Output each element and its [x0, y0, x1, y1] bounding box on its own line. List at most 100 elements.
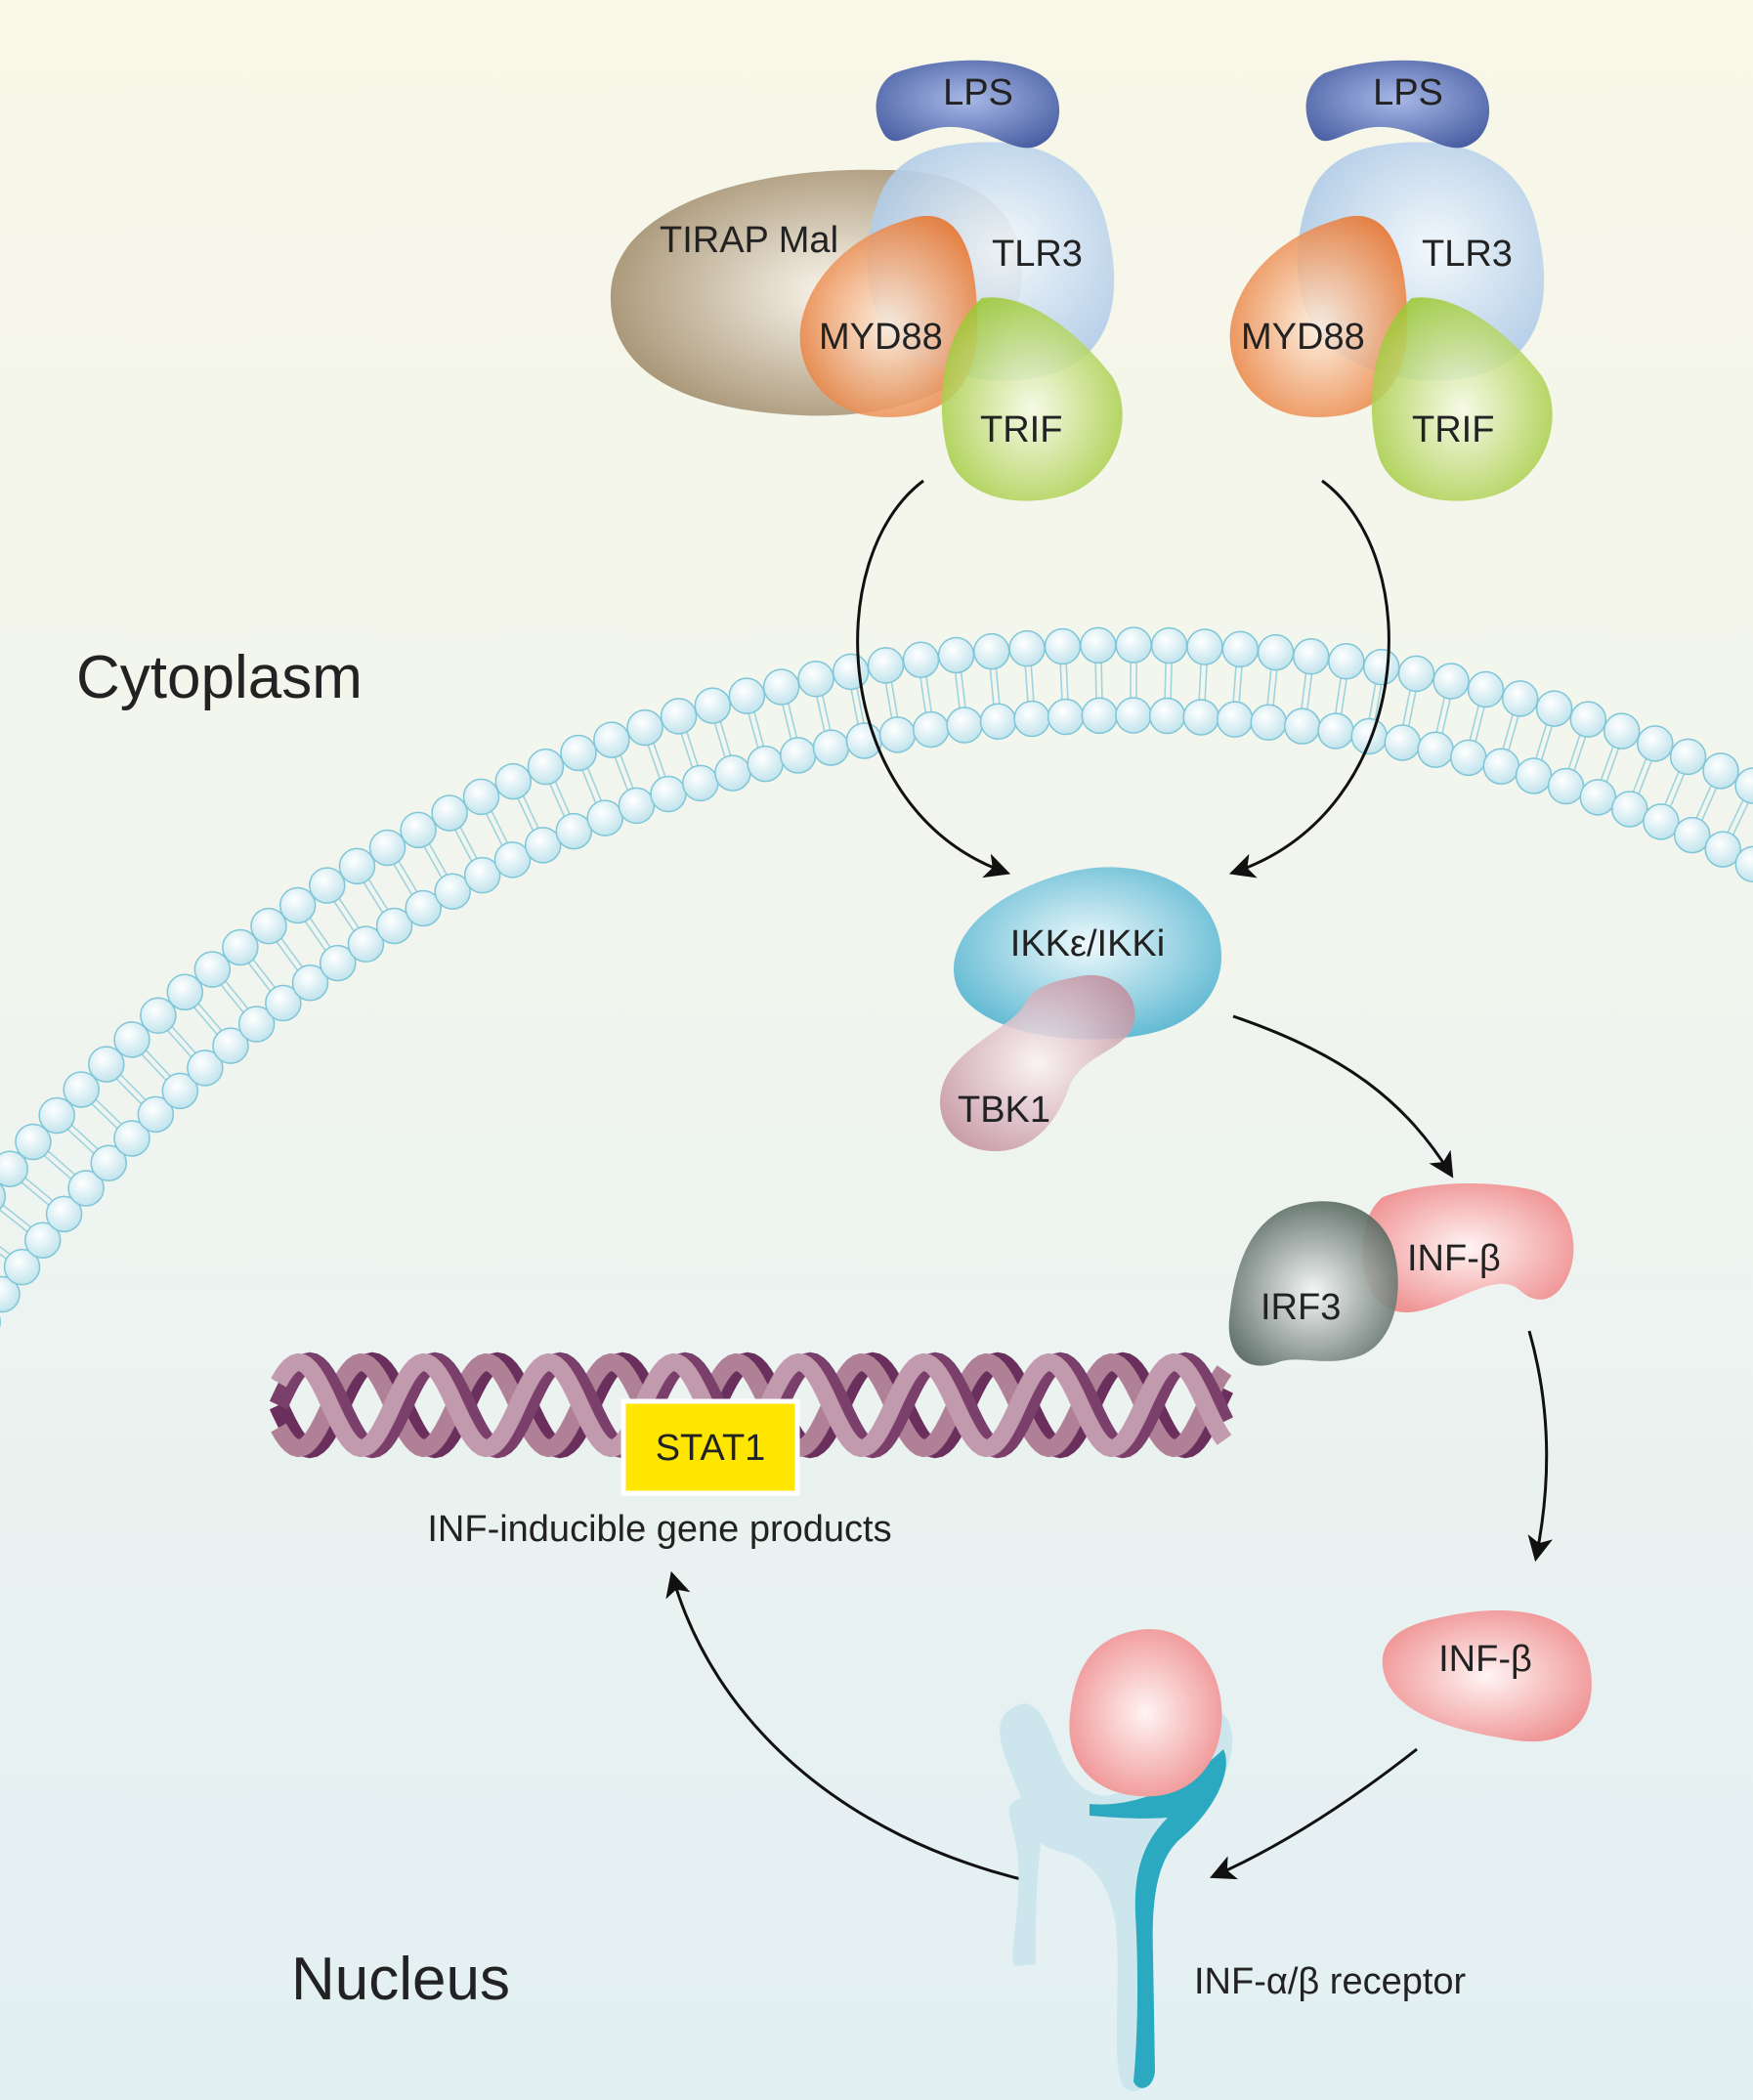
arrow-ikk-to-irf3 [1232, 1014, 1454, 1179]
lipid-head [23, 1221, 62, 1259]
lipid-head [278, 886, 317, 924]
ifn-receptor: INF-α/β receptor [1000, 1629, 1467, 2091]
lipid-head [1013, 700, 1050, 738]
irf3-ifn-complex: INF-β IRF3 [1228, 1182, 1574, 1366]
lipid-head [1674, 816, 1711, 854]
lipid-head [1450, 739, 1487, 777]
lipid-head [463, 856, 501, 894]
lipid-head [1283, 707, 1321, 745]
dna-strand [271, 1352, 1232, 1458]
lipid-head [113, 1120, 150, 1157]
lipid-head [1547, 767, 1585, 805]
lipid-head [1515, 757, 1553, 794]
lipid-head [493, 841, 532, 879]
lipid-head [979, 703, 1017, 741]
lipid-head [434, 873, 471, 910]
lipid-head [431, 794, 468, 832]
lipid-head [193, 951, 232, 988]
label-irf3: IRF3 [1261, 1287, 1341, 1328]
label-gene-products: INF-inducible gene products [427, 1509, 891, 1550]
lipid-head [1186, 628, 1223, 665]
stat1-tag [620, 1398, 800, 1496]
pathway-arrows [665, 479, 1554, 1884]
lipid-head [222, 928, 259, 966]
lipid-head [1008, 629, 1046, 667]
label-lps-left: LPS [943, 72, 1013, 113]
left-receptor-complex: LPS TIRAP Mal TLR3 MYD88 TRIF [610, 60, 1123, 501]
arrow-right-complex-to-ikk [1228, 479, 1390, 879]
lipid-head [867, 647, 905, 684]
myd88-protein [1229, 215, 1408, 417]
lipid-head [1535, 690, 1573, 727]
label-trif-left: TRIF [980, 409, 1062, 450]
lipid-head [1643, 803, 1680, 840]
lipid-head [405, 889, 442, 927]
lipid-head [946, 707, 983, 744]
arrow-receptor-to-genes [665, 1570, 1034, 1884]
lipid-head [1669, 738, 1707, 776]
lipid-head [45, 1195, 83, 1233]
lipid-head [1150, 626, 1188, 664]
cell-membrane [0, 626, 1753, 1328]
lipid-head [0, 1275, 21, 1313]
label-myd88-left: MYD88 [819, 317, 943, 358]
lipid-head [1702, 752, 1739, 790]
ikk-tbk1-complex: IKKε/IKKi TBK1 [940, 867, 1222, 1152]
irf3-protein [1228, 1201, 1398, 1366]
arrow-inf-to-secreted [1527, 1330, 1554, 1563]
lipid-head [1637, 725, 1674, 762]
lipid-head [212, 1027, 249, 1064]
lipid-head [593, 721, 630, 758]
lipid-head [1569, 701, 1607, 738]
lipid-head [902, 641, 940, 678]
ikk-protein [953, 867, 1222, 1040]
lipid-head [161, 1072, 199, 1110]
arrow-left-complex-to-ikk [856, 479, 1011, 879]
lipid-head [1397, 655, 1435, 693]
lipid-head [187, 1050, 224, 1087]
lipid-head [650, 775, 687, 813]
lipid-head [694, 687, 732, 724]
lipid-head [90, 1144, 127, 1181]
region-label-cytoplasm: Cytoplasm [76, 644, 363, 711]
lipid-head [1482, 748, 1520, 785]
lipid-head [1611, 791, 1648, 828]
lipid-head [1081, 697, 1119, 735]
lipid-head [812, 729, 850, 766]
lipid-head [1467, 670, 1505, 708]
lipid-head [38, 1096, 75, 1135]
label-tirap-mal: TIRAP Mal [660, 220, 838, 261]
lipid-head [291, 964, 329, 1002]
lipid-head [1362, 648, 1400, 686]
lipid-head [714, 754, 751, 792]
lipid-head [338, 847, 376, 885]
lipid-head [586, 799, 623, 836]
lipid-head [682, 764, 719, 802]
trif-protein [941, 297, 1123, 501]
lipid-head [1417, 731, 1454, 768]
lipid-head [1182, 699, 1219, 736]
lipid-head [1603, 712, 1641, 750]
right-receptor-complex: LPS TLR3 MYD88 TRIF [1229, 60, 1553, 501]
lipid-head [1044, 627, 1082, 665]
lipid-head [527, 748, 565, 786]
label-tbk1: TBK1 [958, 1090, 1050, 1131]
label-stat1: STAT1 [656, 1428, 766, 1469]
lipid-head [1221, 630, 1260, 668]
lipid-head [63, 1071, 100, 1108]
lipid-head [660, 698, 698, 735]
receptor-arm-left [1000, 1703, 1104, 1823]
lipid-head [555, 812, 593, 850]
lipid-head [15, 1123, 52, 1161]
label-ifn-beta-free: INF-β [1438, 1639, 1532, 1680]
lipid-head [67, 1170, 105, 1207]
lipid-head [1734, 845, 1753, 883]
lipid-head [1328, 643, 1365, 680]
lipid-head [1257, 633, 1295, 671]
lipid-head [626, 708, 663, 747]
lipid-head [368, 829, 406, 867]
lipid-head [1217, 701, 1254, 738]
lipid-head [1047, 698, 1085, 736]
region-label-nucleus: Nucleus [291, 1946, 510, 2013]
